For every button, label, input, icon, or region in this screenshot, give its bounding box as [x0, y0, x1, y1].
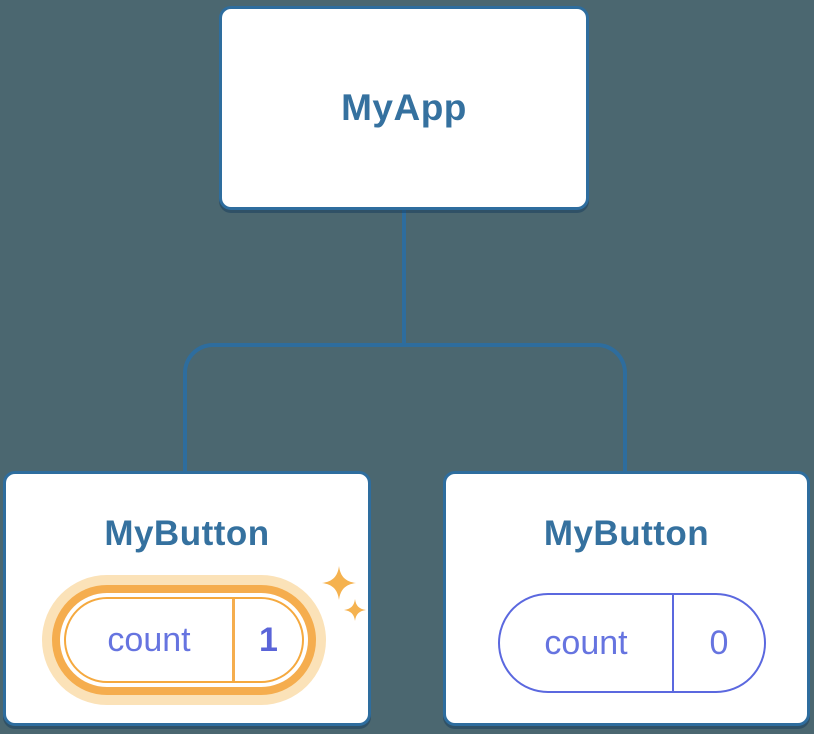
- state-value-cell: 1: [235, 599, 302, 681]
- tree-node-mybutton-1: MyButton count 1: [3, 471, 371, 726]
- state-label-cell: count: [500, 595, 672, 691]
- tree-edge-stem: [402, 208, 406, 347]
- node-title: MyButton: [104, 514, 270, 553]
- node-title: MyApp: [341, 87, 467, 128]
- tree-node-myapp: MyApp: [219, 6, 589, 210]
- state-value: 0: [709, 623, 729, 662]
- state-value-cell: 0: [674, 595, 764, 691]
- state-label: count: [544, 623, 628, 662]
- state-value: 1: [259, 620, 278, 659]
- pill-divider: [232, 599, 235, 681]
- state-pill: count 0: [498, 593, 766, 693]
- tree-node-mybutton-2: MyButton count 0: [443, 471, 810, 726]
- tree-edge-bracket: [183, 343, 627, 471]
- state-pill-highlighted: count 1: [64, 597, 304, 683]
- sparkle-icon: [344, 599, 366, 621]
- node-title: MyButton: [543, 514, 710, 553]
- pill-divider: [672, 595, 674, 691]
- state-label-cell: count: [66, 599, 232, 681]
- sparkle-icon: [322, 566, 356, 600]
- state-label: count: [107, 620, 191, 659]
